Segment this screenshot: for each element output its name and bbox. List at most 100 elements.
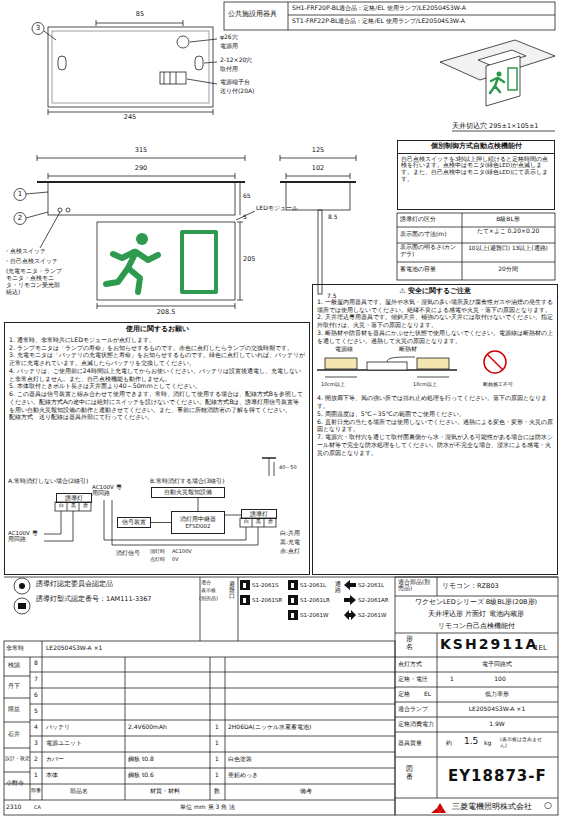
node-text: 6. 直射日光の当たる場所では使用しないでください。過熱による変色・変形・火災の… <box>317 418 553 434</box>
callout-number: 3 <box>36 24 40 32</box>
sign-code: S2-2061L <box>358 582 384 588</box>
node-text: 3. 断熱材や防音材を器具にかぶせた状態で使用しないでください。電源線は断熱材の… <box>317 329 553 345</box>
table-cell: 2H06DA(ニッケル水素蓄電池) <box>228 724 311 731</box>
annotation-text: 10cm以上 <box>321 382 345 388</box>
node-heading: 消灯用中継器 <box>180 516 216 522</box>
table-cell: 2310 <box>6 804 21 811</box>
table-cell: LE20504S3W-A ×1 <box>469 706 525 713</box>
table-cell: 電子回路式 <box>482 661 512 668</box>
node-heading: 自動火災報知設備 <box>164 489 212 495</box>
annotation-text: 電源端子台 <box>220 79 250 86</box>
annotation-text: 電源用 <box>220 43 238 50</box>
notes-panel: 使用に関するお願い1. 通常時、非常時共にLEDモジュールが点灯します。2. ラ… <box>4 322 310 575</box>
table-cell: EL <box>424 691 431 698</box>
node-text: 2. 天井埋込専用器具です。傾斜天井、補強のない天井には取付けないでください。指… <box>317 313 553 329</box>
table-cell: 1 <box>215 756 219 763</box>
table-cell: 白色塗装 <box>228 756 252 763</box>
annotation-text: 誘導灯型式認定番号：1AM111-3367 <box>36 596 151 603</box>
annotation-text: (別売品) <box>199 596 218 602</box>
table-cell: ワクセンLEDシリーズ B級BL形(20B形) <box>415 599 537 606</box>
node-text: 2. ランプモニタは「ランプの寿命」をお知らせするものです。赤色に点灯したらラン… <box>9 344 305 352</box>
table-cell: 4 <box>34 724 38 731</box>
insulation-figure: 電源線断熱材10cm以上10cm以上断熱施工不可 <box>317 346 553 392</box>
dimension: 5 <box>243 214 247 221</box>
table-cell: 器具質量 <box>398 740 422 747</box>
annotation-text: 白 <box>59 503 64 509</box>
table-cell: 誘導灯の区分 <box>400 216 436 223</box>
table-cell: たて×よこ 0.20×0.20 <box>476 228 540 235</box>
table-cell: 本体 <box>46 772 58 779</box>
annotation-text: 0V <box>172 557 179 563</box>
table-cell: 三菱電機照明株式会社 <box>452 802 532 811</box>
table-cell: 7 <box>34 676 38 683</box>
alarm-box: 自動火災報知設備 <box>151 487 225 498</box>
table-cell: (表示板は含みません) <box>500 737 548 748</box>
table-cell: 100 <box>494 676 505 683</box>
annotation-text: 送り付(20A) <box>220 88 254 95</box>
table-cell: リモコン自己点検機能付 <box>438 623 515 630</box>
wire <box>198 498 199 511</box>
table-cell: 定格 <box>398 691 410 698</box>
annotation-text: φ26穴 <box>220 34 238 41</box>
table-cell: 8 <box>34 660 38 667</box>
table-cell: 設計・改定 <box>5 756 30 761</box>
annotation-text: 2-12×20穴 <box>220 57 252 64</box>
table-cell: 材質・材料 <box>150 788 180 795</box>
wire <box>225 515 241 516</box>
dimension: 8.5 <box>328 214 338 221</box>
table-cell: 20分間 <box>498 266 518 273</box>
node-text: 3. 充電モニタは「バッテリの充電状態と寿命」をお知らせするものです。緑色に点灯… <box>9 351 305 367</box>
table-cell: 5 <box>34 708 38 715</box>
annotation-text: 電源線 <box>335 346 353 352</box>
table-cell: 適合部品(別売品) <box>398 579 436 592</box>
table-cell: B級BL形 <box>496 216 520 223</box>
sign-code: S1-2061SR <box>252 597 282 603</box>
annotation-text: 赤:点灯 <box>280 548 300 554</box>
table-cell: 適合ランプ <box>398 706 428 713</box>
table-cell: 天井埋込形 片面灯 電池内蔵形 <box>428 611 523 618</box>
annotation-text: SH1-FRF20P-BL適合品：定格/EL 使用ランプ/LE20504S3W-… <box>292 4 466 11</box>
node-text: 7. 電源穴・取付穴を通じて取付面裏側から水・湿気が入る可能性がある場合には防水… <box>317 433 553 456</box>
node-text: EFSD002 <box>186 523 211 529</box>
table-cell: 図番 <box>406 766 413 781</box>
table-cell: 1.9W <box>489 721 504 728</box>
table-cell: EY18873-F <box>448 768 547 785</box>
annotation-text: 黒:充電 <box>280 539 300 545</box>
table-cell: 部番 <box>31 788 41 794</box>
table-cell: 3 <box>34 740 38 747</box>
table-cell: LE20504S3W-A ×1 <box>46 645 102 652</box>
dimension: 40～50 <box>279 465 297 471</box>
fixture-box: 誘導灯 <box>56 493 92 503</box>
annotation-text: A.常時消灯しない場合(2線引) <box>8 478 88 485</box>
table-cell: 石井 <box>8 731 20 738</box>
node-heading: ⚠ 安全に関するご注意 <box>317 287 553 296</box>
annotation-text: 白:共用 <box>280 530 300 536</box>
table-cell: 10以上(避難口) 13以上(通路) <box>466 245 550 252</box>
node-heading: 使用に関するお願い <box>9 325 305 334</box>
table-cell: 1 <box>215 740 219 747</box>
table-cell: 鋼板 t0.6 <box>128 772 154 779</box>
node-text: 1. 一般屋内用器具です。屋外や水気・湿気の多い場所及び腐食性ガスや油煙の発生す… <box>317 298 553 314</box>
annotation-text: 適合 <box>201 580 211 586</box>
table-cell: 検認 <box>8 662 20 669</box>
table-cell: 約 <box>446 740 452 747</box>
table-cell: 限益 <box>8 706 20 713</box>
table-cell: 蓄電池の容量 <box>400 266 436 273</box>
node-heading: 誘導灯 <box>250 511 268 517</box>
annotation-text: ST1-FRF22P-BL適合品：定格/EL 使用ランプ/LE20504S3W-… <box>292 17 465 24</box>
node-heading: 個別制御方式自動点検機能付 <box>398 141 554 154</box>
table-cell: 備考 <box>300 788 312 795</box>
table-cell: 数 <box>214 788 220 795</box>
sign-code: S1-2061LR <box>300 597 330 603</box>
annotation-text: 白 <box>244 519 249 525</box>
table-cell: 低力率形 <box>485 691 509 698</box>
annotation-text: ・自己点検スイッチ <box>4 258 58 265</box>
relay-box: 消灯用中継器EFSD002 <box>171 511 225 534</box>
annotation-text: 断熱施工不可 <box>483 382 513 388</box>
node-text: 4. バッテリは、ご使用前に24時間以上充電してからお使いください。バッテリは設… <box>9 367 305 383</box>
table-cell: 2 <box>34 756 38 763</box>
annotation-text: 消灯信号 <box>116 550 140 556</box>
table-cell: 部品名 <box>70 788 88 795</box>
caution-panel: ⚠ 安全に関するご注意 1. 一般屋内用器具です。屋外や水気・湿気の多い場所及び腐… <box>312 284 558 575</box>
